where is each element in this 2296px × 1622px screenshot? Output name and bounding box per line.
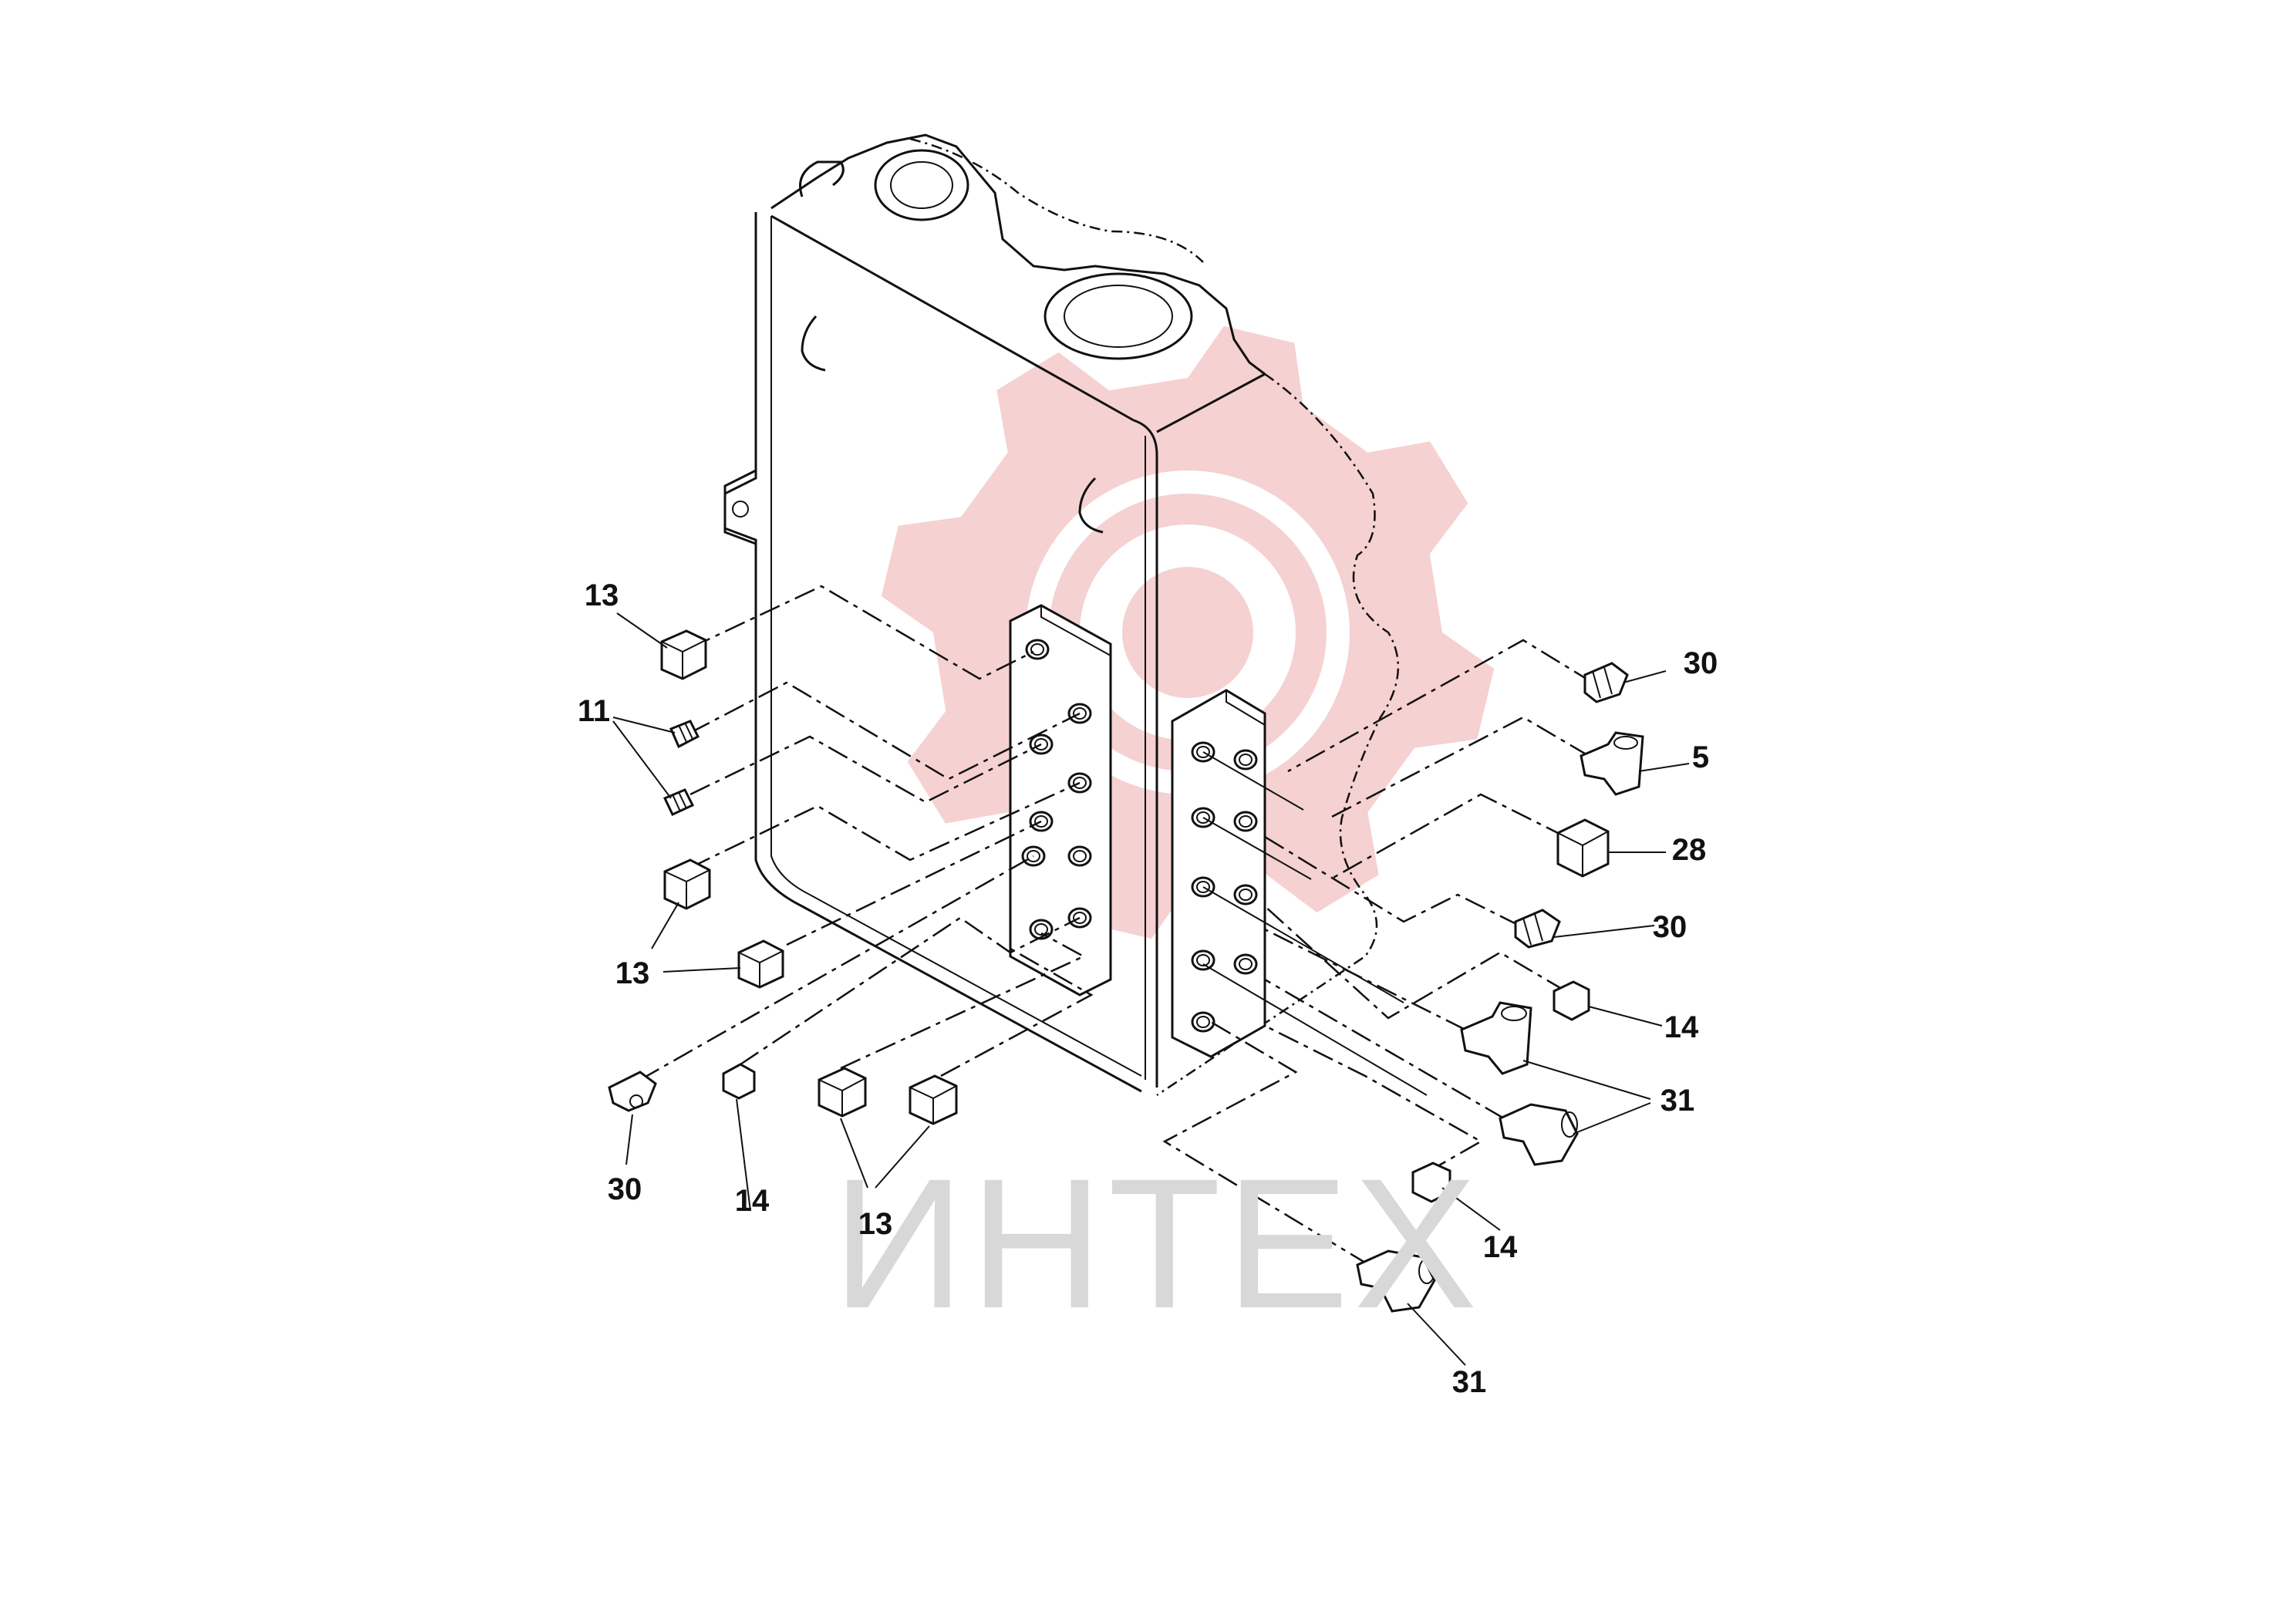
top-port-right bbox=[1043, 272, 1193, 360]
right-block-port-6-bore bbox=[1239, 889, 1253, 901]
left-block-port-5-bore bbox=[1034, 815, 1048, 828]
tank-right-contour bbox=[1156, 373, 1400, 1097]
top-port-left-inner bbox=[890, 161, 953, 209]
fitting-11-lower bbox=[663, 788, 695, 816]
elbow-31-bottom bbox=[1356, 1249, 1436, 1313]
tank-top-contour bbox=[909, 137, 1204, 263]
callout-13-mid: 13 bbox=[615, 956, 650, 990]
tank-left-edge-inner bbox=[770, 216, 1142, 1077]
watermark-text: ИНТЕХ bbox=[832, 1140, 1482, 1347]
plug-13-low bbox=[737, 939, 784, 989]
callout-30-top-right: 30 bbox=[1684, 646, 1718, 680]
right-block-port-9-bore bbox=[1196, 1016, 1210, 1028]
callout-30-left: 30 bbox=[608, 1172, 642, 1206]
tank-front-edge bbox=[1133, 419, 1158, 1088]
tank-front-face-top bbox=[770, 214, 1135, 422]
callout-31-upper: 31 bbox=[1660, 1084, 1695, 1118]
elbow-31-upper bbox=[1460, 1001, 1532, 1075]
left-block-port-6 bbox=[1067, 845, 1092, 867]
left-block-port-8-bore bbox=[1073, 912, 1087, 924]
right-block-port-8-bore bbox=[1239, 958, 1253, 970]
plug-13-mid bbox=[663, 858, 711, 910]
plug-13-bottom-b bbox=[909, 1074, 958, 1125]
mount-bracket bbox=[723, 469, 757, 545]
right-block-port-2-bore bbox=[1239, 754, 1253, 766]
bracket-nut bbox=[732, 501, 749, 518]
right-block-port-7-bore bbox=[1196, 954, 1210, 966]
port-block-right-edge bbox=[1226, 690, 1266, 726]
plug-14-left bbox=[722, 1063, 756, 1100]
left-block-port-4-bore bbox=[1073, 777, 1087, 789]
elbow-30-mid-right bbox=[1514, 909, 1561, 949]
right-block-port-1-bore bbox=[1196, 746, 1210, 758]
right-block-port-4 bbox=[1233, 811, 1258, 832]
callout-30-mid-right: 30 bbox=[1653, 910, 1687, 944]
port-block-right bbox=[1171, 689, 1266, 1058]
right-block-port-5-bore bbox=[1196, 881, 1210, 893]
callout-28: 28 bbox=[1672, 833, 1707, 867]
right-block-port-4-bore bbox=[1239, 815, 1253, 828]
left-block-port-9 bbox=[1029, 919, 1054, 940]
block-ports bbox=[1021, 639, 1258, 1033]
gear-hub bbox=[1122, 567, 1253, 698]
left-block-port-1-bore bbox=[1030, 643, 1044, 656]
left-block-port-6-bore bbox=[1073, 850, 1087, 862]
callout-14-left: 14 bbox=[735, 1184, 770, 1218]
leader-lines bbox=[639, 585, 1593, 1266]
callout-11: 11 bbox=[578, 694, 610, 728]
tank-right-face-top bbox=[1156, 373, 1266, 433]
right-block-port-7 bbox=[1191, 949, 1215, 971]
tank-top-outline bbox=[770, 133, 1266, 376]
left-block-port-3-bore bbox=[1034, 738, 1048, 750]
callout-labels: 13 11 13 13 30 14 13 30 5 28 30 14 31 14… bbox=[578, 578, 1718, 1399]
decal-mark-right bbox=[1078, 477, 1104, 534]
plug-13-bottom-a bbox=[818, 1067, 867, 1118]
plug-14-right-lower bbox=[1411, 1162, 1451, 1203]
callout-13-bottom: 13 bbox=[858, 1207, 893, 1241]
left-block-port-7-bore bbox=[1027, 850, 1040, 862]
callout-14-right-lower: 14 bbox=[1483, 1230, 1518, 1264]
top-port-left bbox=[874, 149, 969, 221]
elbow-5 bbox=[1580, 731, 1644, 796]
callout-31-bottom: 31 bbox=[1452, 1365, 1487, 1399]
callout-13-top: 13 bbox=[585, 578, 619, 612]
left-block-port-2-bore bbox=[1073, 707, 1087, 720]
callout-14-right-upper: 14 bbox=[1664, 1010, 1699, 1044]
fittings bbox=[608, 629, 1644, 1313]
callout-5: 5 bbox=[1692, 740, 1709, 774]
plug-28 bbox=[1556, 818, 1610, 878]
elbow-30-top-right bbox=[1583, 662, 1629, 703]
fitting-11-upper bbox=[669, 720, 700, 749]
plug-13-top bbox=[660, 629, 707, 680]
right-block-port-9 bbox=[1191, 1011, 1215, 1033]
port-block-left bbox=[1009, 604, 1112, 996]
right-block-port-3-bore bbox=[1196, 811, 1210, 824]
elbow-31-lower bbox=[1499, 1103, 1579, 1166]
right-block-port-8 bbox=[1233, 953, 1258, 975]
decal-mark-left bbox=[801, 315, 826, 372]
tank-handle bbox=[799, 160, 845, 197]
top-port-right-inner bbox=[1064, 285, 1173, 348]
left-block-port-9-bore bbox=[1034, 923, 1048, 936]
elbow-30-left bbox=[608, 1071, 657, 1112]
port-block-left-edge bbox=[1040, 605, 1111, 656]
left-block-port-1 bbox=[1025, 639, 1050, 660]
right-block-port-2 bbox=[1233, 749, 1258, 771]
callout-leaders bbox=[612, 612, 1690, 1366]
right-block-port-6 bbox=[1233, 884, 1258, 905]
plug-14-right-upper bbox=[1553, 980, 1590, 1021]
